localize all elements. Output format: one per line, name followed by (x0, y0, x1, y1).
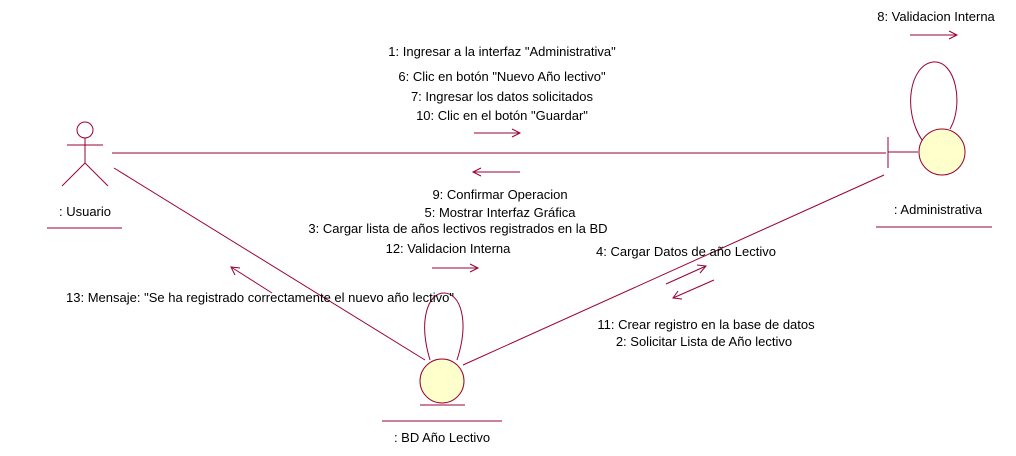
arrow-usuario-to-administrativa (474, 128, 522, 138)
arrow-administrativa-to-usuario (471, 167, 520, 177)
arrow-bd-self (432, 263, 480, 273)
message-label: 10: Clic en el botón "Guardar" (416, 108, 588, 123)
arrow-administrativa-to-bd (672, 279, 715, 300)
actor-icon (61, 121, 109, 187)
message-label: 6: Clic en botón "Nuevo Año lectivo" (398, 69, 606, 84)
message-label: 1: Ingresar a la interfaz "Administrativ… (388, 44, 616, 59)
message-label: 9: Confirmar Operacion (432, 187, 567, 202)
usuario-label: : Usuario (59, 204, 111, 219)
link-usuario-bd (113, 167, 426, 361)
message-label: 4: Cargar Datos de año Lectivo (596, 244, 776, 259)
arrow-bd-to-usuario (230, 266, 273, 294)
link-bd-administrativa (462, 174, 885, 366)
message-label: 8: Validacion Interna (877, 9, 995, 24)
message-label: 13: Mensaje: "Se ha registrado correctam… (66, 290, 454, 305)
message-label: 2: Solicitar Lista de Año lectivo (616, 334, 792, 349)
administrativa-label: : Administrativa (894, 202, 983, 217)
message-label: 7: Ingresar los datos solicitados (411, 89, 594, 104)
boundary-icon (887, 61, 966, 176)
bd-label: : BD Año Lectivo (394, 430, 490, 445)
arrow-bd-to-administrativa (665, 264, 707, 285)
message-label: 3: Cargar lista de años lectivos registr… (308, 221, 607, 236)
arrow-administrativa-self (910, 30, 959, 40)
message-label: 12: Validacion Interna (386, 241, 512, 256)
message-label: 11: Crear registro en la base de datos (597, 317, 815, 332)
message-label: 5: Mostrar Interfaz Gráfica (425, 205, 577, 220)
entity-icon (419, 292, 465, 406)
